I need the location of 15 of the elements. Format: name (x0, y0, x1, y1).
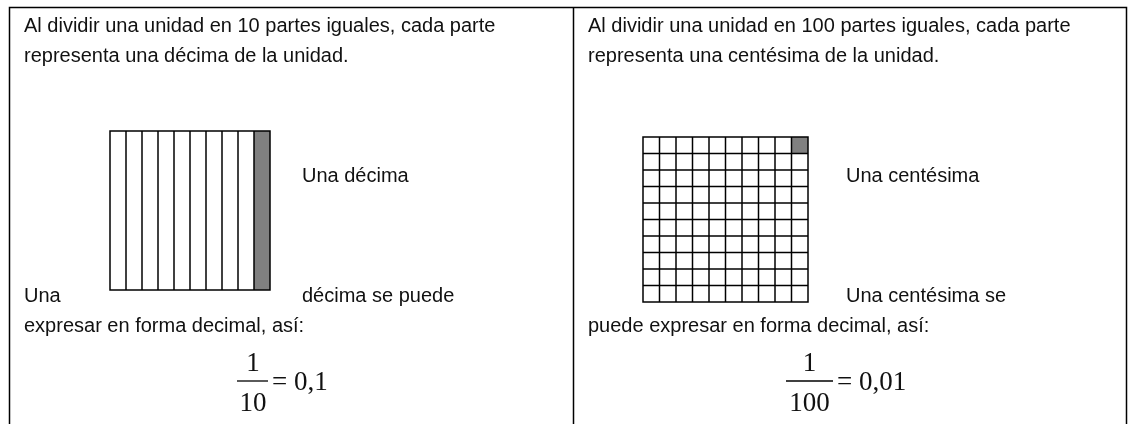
sentence-text: puede expresar en forma decimal, así: (588, 313, 930, 338)
sentence-text: expresar en forma decimal, así: (24, 313, 305, 338)
sentence-text: Una (24, 283, 61, 308)
intro-text: Al dividir una unidad en 100 partes iguales, cada parte representa una centésima de la unidad. (588, 13, 1072, 68)
sentence-text: décima se puede (302, 283, 455, 308)
fraction-denominator: 10 (238, 388, 268, 416)
fraction-numerator: 1 (245, 348, 261, 376)
fraction-result: = 0,01 (837, 367, 907, 395)
intro-text: Al dividir una unidad en 10 partes iguales, cada parte representa una décima de la unidad. (24, 13, 497, 68)
sentence-text: Una centésima se (846, 283, 1007, 308)
caption-text: Una centésima (846, 163, 980, 188)
fraction-result: = 0,1 (272, 367, 328, 395)
fraction-denominator: 100 (788, 388, 831, 416)
caption-text: Una décima (302, 163, 409, 188)
fraction-numerator: 1 (801, 348, 818, 376)
